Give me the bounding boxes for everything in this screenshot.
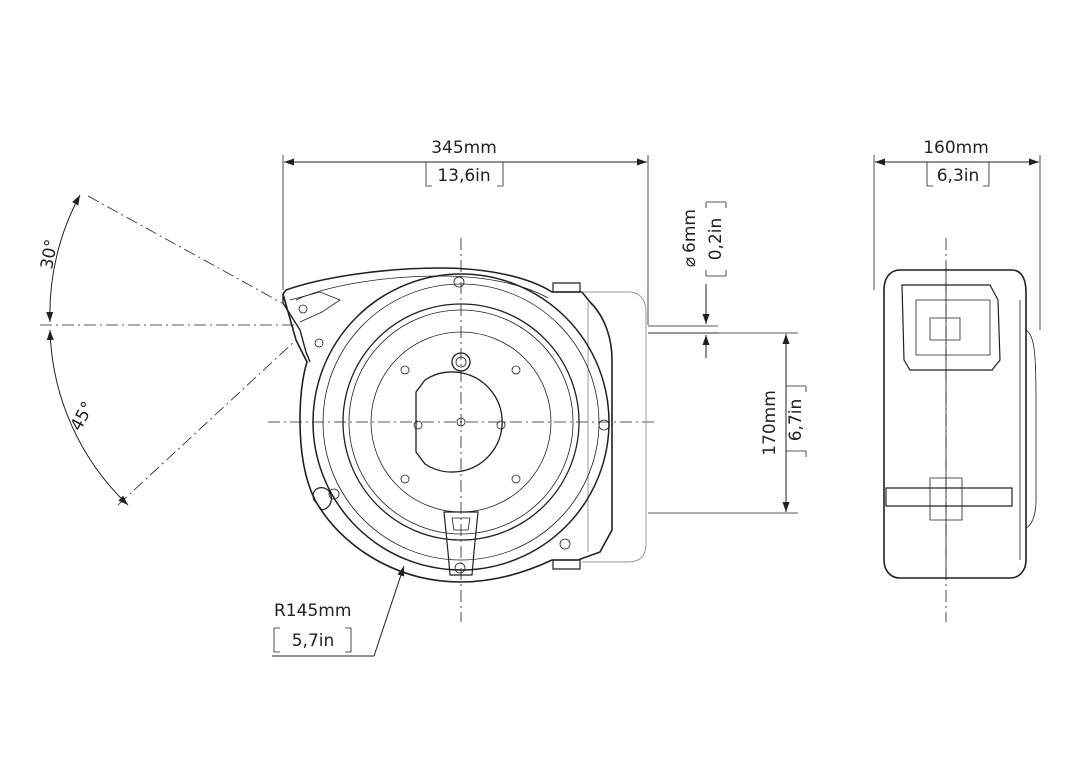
depth-imperial: 6,3in <box>937 166 980 186</box>
top-knob-inner <box>455 356 467 368</box>
height-imperial: 6,7in <box>786 399 806 442</box>
angle-ref-45 <box>117 339 297 506</box>
side-hose-guide-inner <box>915 299 991 356</box>
arc-30 <box>46 194 81 323</box>
ring-2 <box>322 283 600 561</box>
arc-45 <box>46 329 129 506</box>
bracket-tab-bottom <box>552 559 581 570</box>
radius-metric: R145mm <box>274 601 351 621</box>
height-dimension: 170mm 6,7in <box>648 332 807 514</box>
ring-4 <box>348 309 574 535</box>
side-housing-outline <box>883 269 1027 579</box>
width-dimension: 345mm 13,6in <box>282 138 649 325</box>
hole-dia-imperial: 0,2in <box>706 218 726 261</box>
height-metric: 170mm <box>760 390 780 456</box>
side-drum-bulge <box>1025 329 1037 529</box>
front-view <box>268 238 655 622</box>
lock-tab <box>443 511 479 576</box>
angle-45-label: 45° <box>67 398 99 434</box>
bracket-tab-top <box>552 282 581 293</box>
screws <box>298 276 610 574</box>
radius-imperial: 5,7in <box>292 631 335 651</box>
depth-dimension: 160mm 6,3in <box>873 138 1041 330</box>
top-knob <box>451 352 471 372</box>
depth-metric: 160mm <box>923 138 989 158</box>
side-handle <box>885 487 1013 507</box>
side-handle-grip <box>929 477 963 521</box>
angle-30-label: 30° <box>37 238 62 271</box>
side-hose-guide <box>901 284 1001 371</box>
radius-dimension: R145mm 5,7in <box>272 565 405 657</box>
lock-tab-inner <box>451 517 471 531</box>
hanging-loop <box>312 487 332 511</box>
hub-centre <box>456 417 466 427</box>
angle-indicators: 30° 45° <box>37 194 297 506</box>
hole-dia-symbol: ⌀ <box>680 257 700 267</box>
width-imperial: 13,6in <box>437 166 490 186</box>
outer-ring <box>312 273 610 571</box>
angle-ref-30 <box>87 195 283 304</box>
hub-outline <box>415 371 503 473</box>
width-metric: 345mm <box>431 138 497 158</box>
side-view <box>883 238 1037 622</box>
hole-dia-metric: 6mm <box>680 209 700 253</box>
hole-diameter-dimension: ⌀ 6mm 0,2in <box>648 201 727 358</box>
side-hose-outlet <box>929 317 961 341</box>
housing-outline <box>282 267 613 583</box>
hose-guide-outlet <box>282 294 311 363</box>
wall-bracket <box>582 291 647 563</box>
ring-3 <box>342 303 580 541</box>
hose-guide-inner <box>289 291 341 323</box>
